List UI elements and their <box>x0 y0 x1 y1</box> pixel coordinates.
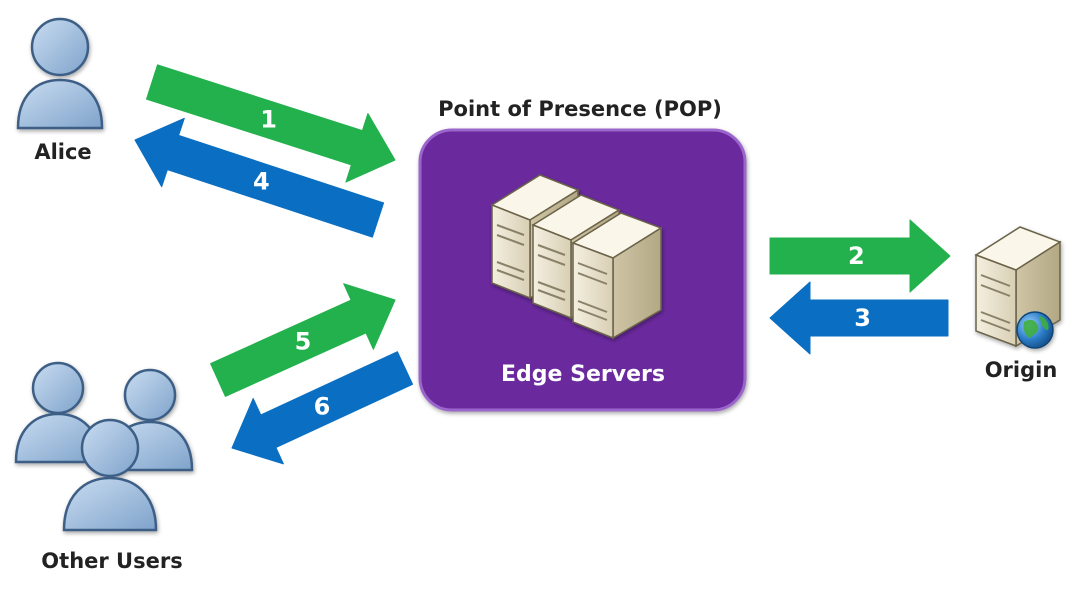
arrow-4-shape <box>134 117 385 238</box>
arrow-1-label: 1 <box>260 105 277 133</box>
arrow-6-label: 6 <box>314 392 331 420</box>
arrow-3-label: 3 <box>854 304 871 332</box>
edge-servers-label: Edge Servers <box>501 362 665 387</box>
arrow-5-shape <box>210 283 396 397</box>
pop-title: Point of Presence (POP) <box>438 97 722 121</box>
arrow-5: 5 <box>210 283 396 397</box>
arrow-5-label: 5 <box>295 328 312 356</box>
alice-label: Alice <box>34 140 91 164</box>
other-users-icon <box>14 361 194 532</box>
arrow-1-shape <box>146 64 396 183</box>
arrow-3-shape <box>769 281 949 355</box>
arrow-1: 1 <box>146 64 396 183</box>
edge-servers-icon <box>490 174 663 340</box>
other-users-label: Other Users <box>41 549 182 573</box>
alice-user-icon <box>16 17 104 130</box>
origin-label: Origin <box>985 358 1058 382</box>
arrow-2-shape <box>769 219 951 293</box>
arrow-4-label: 4 <box>253 168 270 196</box>
arrow-6: 6 <box>231 351 414 465</box>
server-tower-icon <box>571 212 663 340</box>
origin-server-icon <box>974 226 1062 349</box>
arrow-6-shape <box>231 351 414 465</box>
arrow-2-label: 2 <box>848 242 865 270</box>
arrow-4: 4 <box>134 117 385 238</box>
arrow-3: 3 <box>769 281 949 355</box>
arrows-layer: 1 2 3 4 5 6 <box>134 64 951 465</box>
arrow-2: 2 <box>769 219 951 293</box>
globe-icon <box>1016 311 1054 349</box>
